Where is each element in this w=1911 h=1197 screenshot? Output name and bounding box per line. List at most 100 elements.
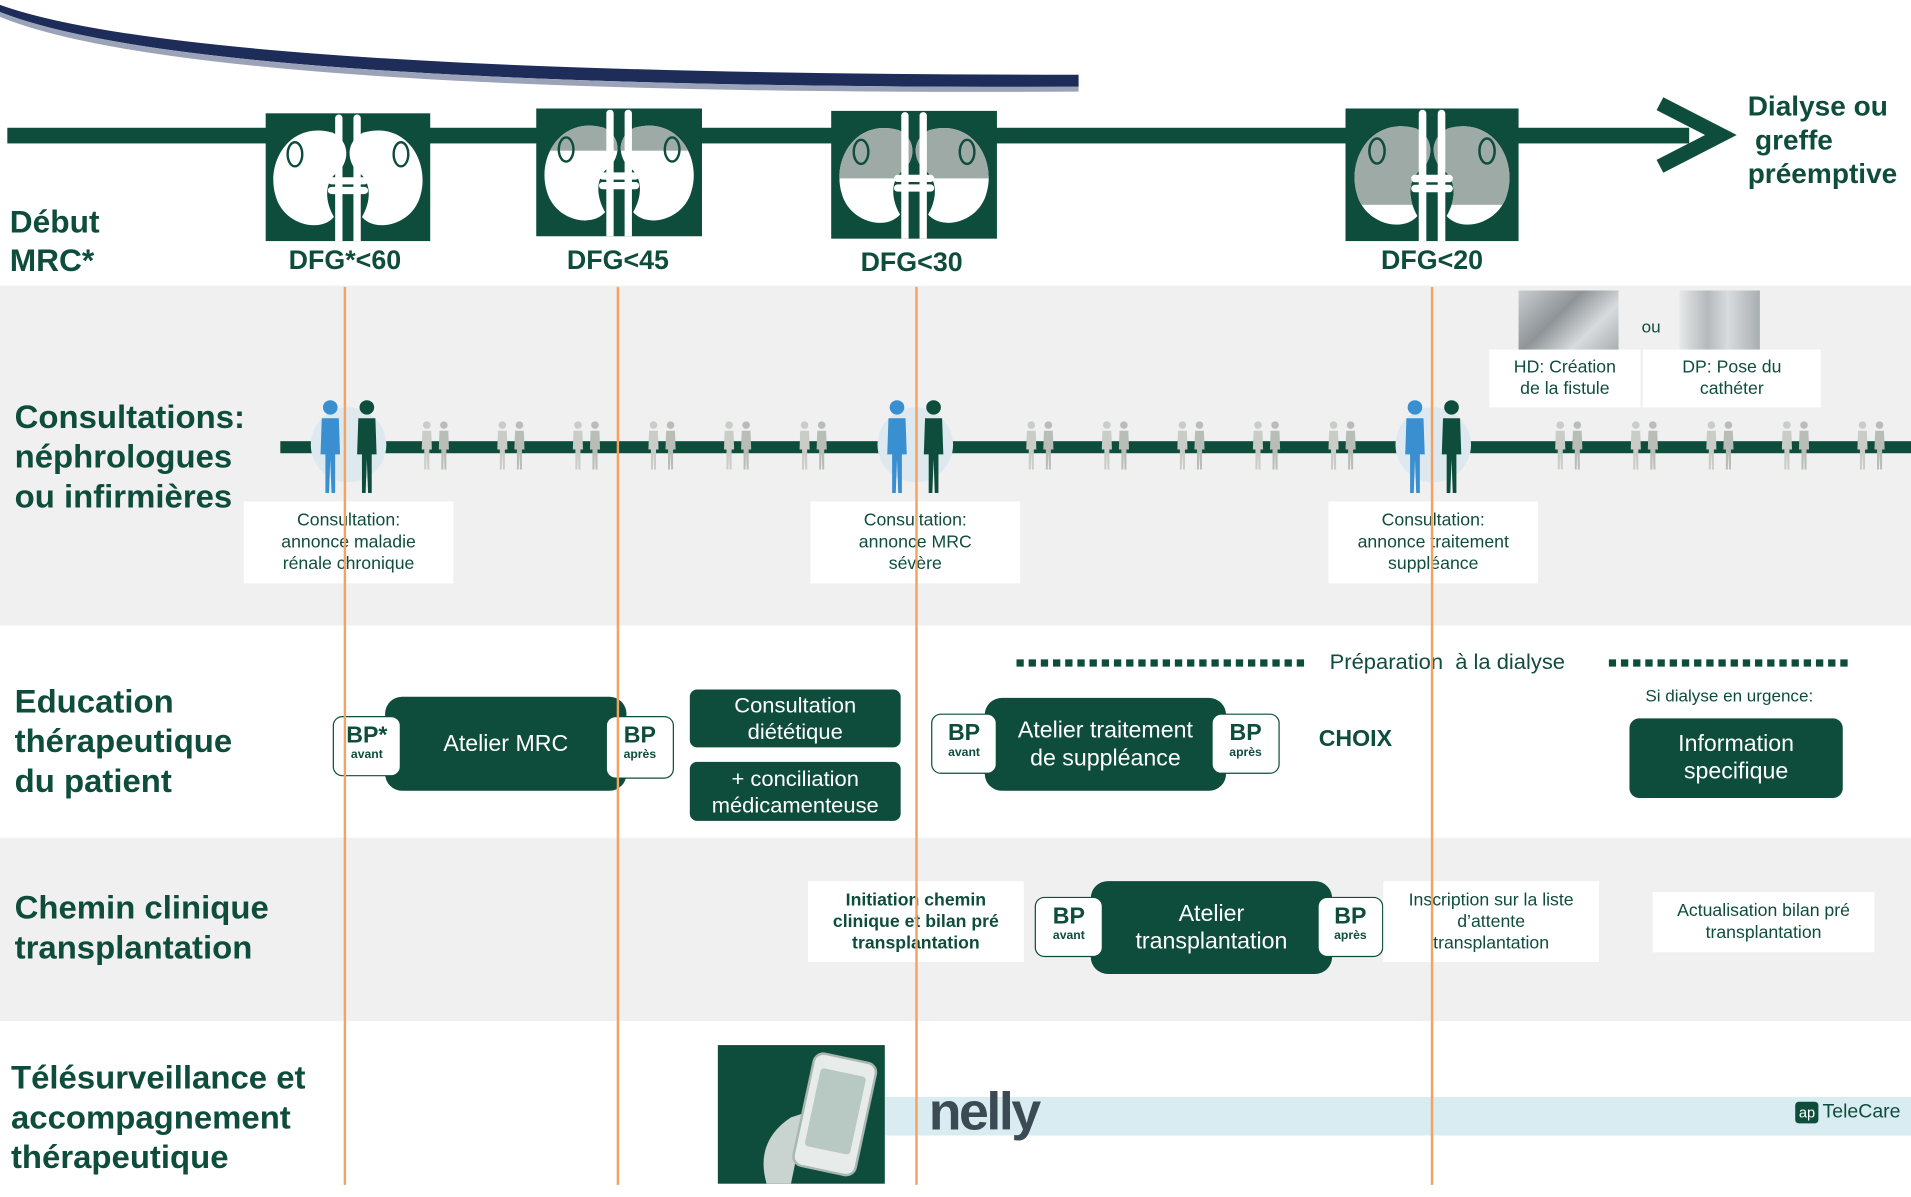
bp-label: BP: [623, 723, 656, 749]
faded-person-figure: [1101, 421, 1112, 470]
bp-label: BP: [1052, 904, 1085, 930]
nurse-figure: [887, 400, 907, 494]
faded-person-figure: [1874, 421, 1885, 470]
consultation-dietetique-box: Consultation diététique: [689, 689, 901, 748]
faded-person-figure: [816, 421, 827, 470]
faded-person-figure: [1043, 421, 1054, 470]
start-label: Début MRC*: [9, 203, 100, 279]
preparation-dialyse-label: Préparation à la dialyse: [1329, 649, 1566, 674]
bp-label: BP*: [346, 723, 388, 749]
phone-photo: [717, 1045, 885, 1184]
nurse-figure: [320, 400, 341, 494]
conciliation-medicamenteuse-box: + conciliation médicamenteuse: [689, 761, 901, 821]
faded-person-figure: [1723, 421, 1734, 470]
faded-person-figure: [1177, 421, 1188, 470]
faded-person-figure: [1781, 421, 1792, 470]
milestone-line-3: [915, 286, 918, 1185]
atelier-suppleance-box: Atelier traitement de suppléance: [984, 697, 1227, 791]
access-or-label: ou: [1641, 317, 1661, 337]
bp-before-atelier-suppleance: BP avant: [931, 713, 997, 774]
faded-person-figure: [1252, 421, 1264, 470]
faded-person-figure: [1630, 421, 1641, 470]
faded-person-figure: [1118, 421, 1129, 470]
faded-person-figure: [438, 421, 449, 470]
faded-person-figure: [1857, 421, 1868, 470]
nephrologist-figure: [1441, 400, 1462, 494]
bp-apres-label: après: [623, 748, 657, 762]
telesurveillance-bar: [884, 1096, 1911, 1136]
nephrologist-figure: [357, 400, 377, 494]
faded-person-figure: [665, 421, 676, 470]
faded-person-figure: [1798, 421, 1810, 470]
kidney-milestone-2: [536, 108, 702, 240]
telecare-label: TeleCare: [1822, 1101, 1901, 1123]
choix-label: CHOIX: [1318, 726, 1393, 753]
nurse-figure: [1405, 400, 1425, 494]
bp-avant-label: avant: [350, 748, 383, 762]
telecare-logo: ap TeleCare: [1795, 1101, 1901, 1124]
row-label-consultations: Consultations: néphrologues ou infirmièr…: [14, 398, 245, 515]
faded-person-figure: [741, 421, 752, 470]
faded-person-figure: [421, 421, 432, 470]
consultation-announce-replacement: Consultation: annonce traitement suppléa…: [1328, 501, 1539, 584]
destination-line-3: préemptive: [1747, 157, 1898, 190]
bp-after-atelier-transplantation: BP après: [1317, 896, 1384, 958]
inscription-liste-attente-box: Inscription sur la liste d’attente trans…: [1383, 881, 1599, 962]
row-label-telesurveillance: Télésurveillance et accompagnement théra…: [10, 1059, 306, 1176]
milestone-label-4: DFG<20: [1380, 244, 1484, 275]
faded-person-figure: [589, 421, 601, 470]
telecare-icon: ap: [1795, 1101, 1819, 1124]
hd-fistula-box: HD: Création de la fistule: [1489, 349, 1641, 408]
bp-label: BP: [947, 720, 981, 747]
faded-person-figure: [1647, 421, 1658, 470]
information-specifique-box: Information specifique: [1629, 718, 1843, 798]
faded-person-figure: [799, 421, 810, 470]
faded-person-figure: [723, 421, 735, 470]
faded-person-figure: [1194, 421, 1205, 470]
bp-after-atelier-suppleance: BP après: [1211, 713, 1280, 774]
row-label-transplant: Chemin clinique transplantation: [14, 889, 269, 966]
dp-catheter-box: DP: Pose du cathéter: [1642, 349, 1821, 408]
milestone-label-1: DFG*<60: [288, 244, 402, 275]
bp-avant-label: avant: [948, 746, 980, 760]
milestone-line-2: [616, 286, 620, 1185]
bp-apres-label: après: [1229, 746, 1262, 760]
urgence-label: Si dialyse en urgence:: [1645, 685, 1814, 706]
preparation-dotted-line-right: [1608, 659, 1853, 667]
faded-person-figure: [497, 421, 508, 470]
header-swoosh: [0, 4, 1079, 92]
faded-person-figure: [1269, 421, 1281, 470]
catheter-photo: [1679, 290, 1760, 356]
fistula-photo: [1518, 290, 1619, 351]
bp-avant-label: avant: [1052, 929, 1085, 943]
kidney-milestone-3: [831, 110, 997, 243]
nephrologist-figure: [923, 400, 944, 494]
faded-person-figure: [1328, 421, 1339, 470]
atelier-transplantation-box: Atelier transplantation: [1090, 881, 1333, 974]
faded-person-figure: [1026, 421, 1037, 470]
faded-person-figure: [1345, 421, 1356, 470]
bp-apres-label: après: [1334, 929, 1367, 943]
row-label-education: Education thérapeutique du patient: [14, 683, 233, 800]
bp-label: BP: [1229, 720, 1262, 747]
destination-line-1: Dialyse ou: [1747, 90, 1888, 122]
destination-label: Dialyse ou greffe préemptive: [1748, 89, 1898, 190]
kidney-milestone-4: [1345, 108, 1519, 245]
consultation-announce-ckd: Consultation: annonce maladie rénale chr…: [243, 501, 454, 584]
milestone-line-4: [1430, 286, 1434, 1185]
bp-before-atelier-transplantation: BP avant: [1034, 896, 1103, 958]
milestone-line-1: [343, 286, 347, 1185]
destination-line-2: greffe: [1755, 124, 1833, 156]
faded-person-figure: [1555, 421, 1566, 470]
kidney-milestone-1: [265, 113, 431, 245]
bp-label: BP: [1334, 904, 1367, 930]
faded-person-figure: [648, 421, 659, 470]
atelier-mrc-box: Atelier MRC: [385, 696, 627, 791]
faded-person-figure: [572, 421, 583, 470]
preparation-dotted-line-left: [1016, 659, 1307, 667]
consultation-line: [280, 441, 1911, 454]
milestone-label-2: DFG<45: [566, 244, 669, 275]
actualisation-bilan-box: Actualisation bilan pré transplantation: [1652, 891, 1875, 953]
faded-person-figure: [514, 421, 525, 470]
